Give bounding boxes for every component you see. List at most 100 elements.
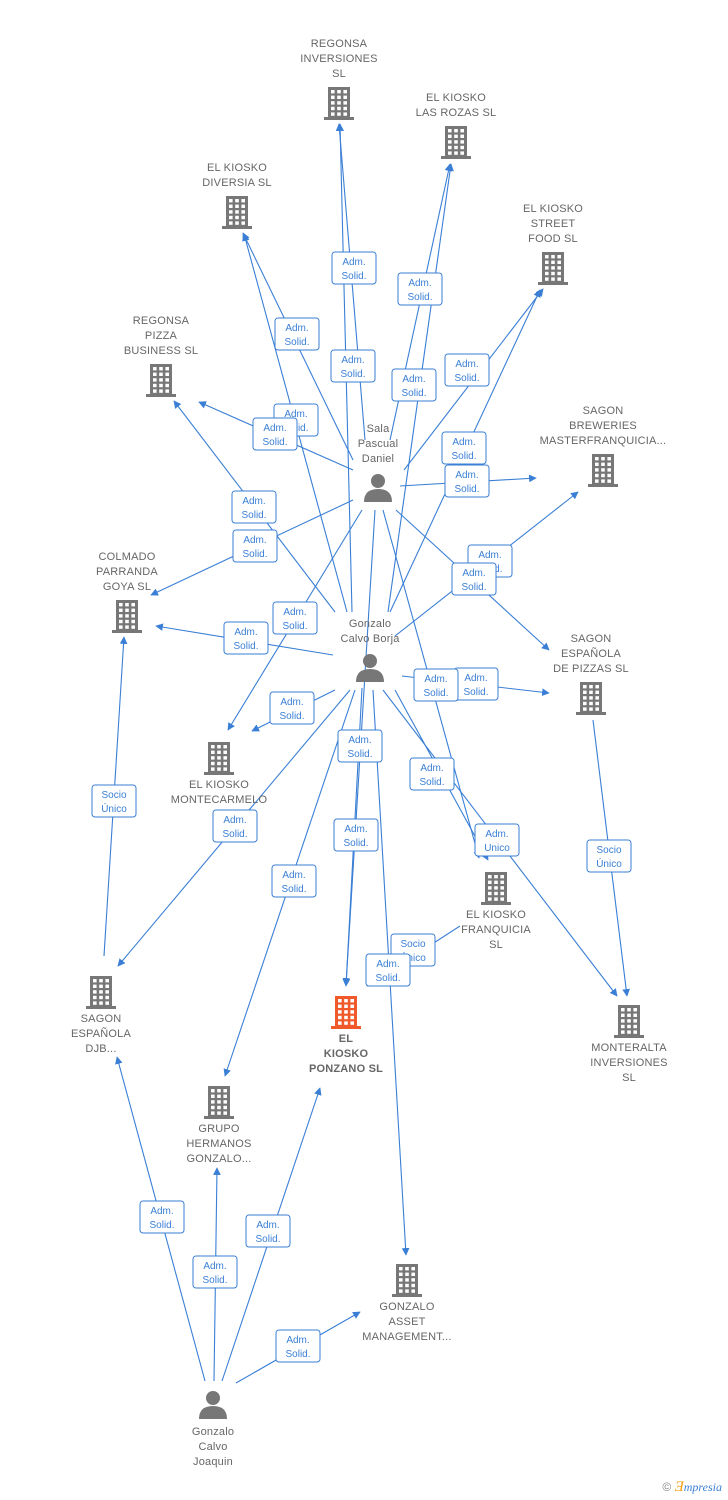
building-window bbox=[488, 886, 492, 890]
building-window bbox=[344, 1010, 348, 1014]
edge-label-text: Único bbox=[101, 802, 127, 815]
edge-role-label[interactable]: Adm.Solid. bbox=[444, 464, 490, 498]
building-window bbox=[607, 462, 611, 466]
node-grupo_hermanos[interactable]: GRUPOHERMANOSGONZALO... bbox=[186, 1086, 251, 1165]
edge-label-text: Solid. bbox=[241, 510, 266, 521]
edge-role-label[interactable]: Adm.Solid. bbox=[212, 809, 258, 843]
building-window bbox=[331, 101, 335, 105]
edge-label-text: Adm. bbox=[462, 568, 485, 579]
building-window bbox=[595, 479, 599, 483]
edge-role-label[interactable]: Adm.Solid. bbox=[444, 353, 490, 387]
edge-role-label[interactable]: Adm.Solid. bbox=[192, 1255, 238, 1289]
edge-role-label[interactable]: Adm.Solid. bbox=[441, 431, 487, 465]
edge-role-label[interactable]: Adm.Solid. bbox=[330, 349, 376, 383]
edge-role-label[interactable]: Adm.Solid. bbox=[409, 757, 455, 791]
edge-role-label[interactable]: Adm.Solid. bbox=[337, 729, 383, 763]
edge-role-label[interactable]: Adm.Solid. bbox=[333, 818, 379, 852]
edge-role-label[interactable]: Adm.Solid. bbox=[413, 668, 459, 702]
node-label-text: BREWERIES bbox=[569, 420, 637, 432]
edge-role-label[interactable]: Adm. Solid. bbox=[231, 490, 277, 524]
edge-role-label[interactable]: Adm.Solid. bbox=[275, 1329, 321, 1363]
edge-role-label[interactable]: Adm.Solid. bbox=[245, 1214, 291, 1248]
edge-label-text: Solid. bbox=[281, 884, 306, 895]
edge-label-box bbox=[444, 464, 490, 498]
building-window bbox=[93, 995, 97, 1000]
edge-label-text: Solid. bbox=[341, 271, 366, 282]
building-window bbox=[105, 1001, 109, 1005]
edge-label-text: Adm. bbox=[256, 1220, 279, 1231]
building-window bbox=[241, 199, 245, 203]
building-window bbox=[454, 151, 458, 155]
building-window bbox=[595, 468, 599, 472]
empresia-logo[interactable]: © Ǝmpresia bbox=[662, 1479, 722, 1496]
focus-company-building-icon bbox=[331, 996, 361, 1029]
edge-label-box bbox=[274, 317, 320, 351]
building-window bbox=[337, 112, 341, 116]
edge-role-label[interactable]: Adm.Solid. bbox=[274, 317, 320, 351]
edge-role-label[interactable]: Adm.Solid. bbox=[397, 272, 443, 306]
edge-label-text: Adm. bbox=[342, 257, 365, 268]
edge-role-label[interactable]: Adm.Unico bbox=[474, 823, 520, 857]
building-window bbox=[405, 1278, 409, 1282]
edge-label-text: Adm. bbox=[203, 1261, 226, 1272]
edge-label-box bbox=[252, 417, 298, 451]
edge-label-text: Solid. bbox=[233, 641, 258, 652]
building-window bbox=[211, 756, 215, 760]
edge-role-label[interactable]: Adm.Solid. bbox=[223, 621, 269, 655]
node-sagon_djb[interactable]: SAGONESPAÑOLADJB... bbox=[71, 976, 132, 1055]
building-window bbox=[551, 255, 555, 259]
building-window bbox=[153, 367, 157, 371]
edge-label-text: Adm. bbox=[242, 496, 265, 507]
edge-role-label[interactable]: Adm.Solid. bbox=[365, 953, 411, 987]
node-label-text: ESPAÑOLA bbox=[561, 647, 622, 660]
building-window bbox=[454, 145, 458, 150]
building-window bbox=[350, 1004, 354, 1008]
edge-label-text: Solid. bbox=[285, 1349, 310, 1360]
node-gonzalo_asset[interactable]: GONZALOASSETMANAGEMENT... bbox=[362, 1264, 451, 1343]
building-base bbox=[146, 394, 176, 397]
building-window bbox=[551, 271, 555, 276]
node-label-text: Calvo Borja bbox=[340, 633, 400, 645]
building-window bbox=[331, 95, 335, 99]
edge-role-label[interactable]: Adm.Solid. bbox=[232, 529, 278, 563]
building-window bbox=[545, 260, 549, 264]
edge-label-box bbox=[232, 529, 278, 563]
edge-role-label[interactable]: Adm.Solid. bbox=[272, 601, 318, 635]
edge-role-label[interactable]: Adm.Solid. bbox=[139, 1200, 185, 1234]
node-label-text: INVERSIONES bbox=[590, 1057, 667, 1069]
building-window bbox=[337, 106, 341, 111]
building-window bbox=[165, 383, 169, 388]
person-body bbox=[199, 1406, 227, 1419]
building-window bbox=[159, 372, 163, 376]
edge-label-text: Solid. bbox=[423, 688, 448, 699]
edge-role-label[interactable]: Adm. Solid. bbox=[331, 251, 377, 285]
node-sagon_breweries[interactable]: SAGONBREWERIESMASTERFRANQUICIA... bbox=[540, 405, 667, 487]
edge-role-label[interactable]: Adm.Solid. bbox=[453, 667, 499, 701]
edge-label-text: Adm. bbox=[485, 829, 508, 840]
edge-label-text: Socio bbox=[596, 845, 621, 856]
building-window bbox=[337, 95, 341, 99]
edge-role-label[interactable]: Adm.Solid. bbox=[252, 417, 298, 451]
edge-role-label[interactable]: Adm.Solid. bbox=[451, 562, 497, 596]
edge-role-label[interactable]: Adm.Solid. bbox=[269, 691, 315, 725]
edge-role-label[interactable]: Adm.Solid. bbox=[391, 368, 437, 402]
edge-label-text: Solid. bbox=[375, 973, 400, 984]
building-window bbox=[448, 145, 452, 150]
edge-role-label[interactable]: Adm.Solid. bbox=[271, 864, 317, 898]
